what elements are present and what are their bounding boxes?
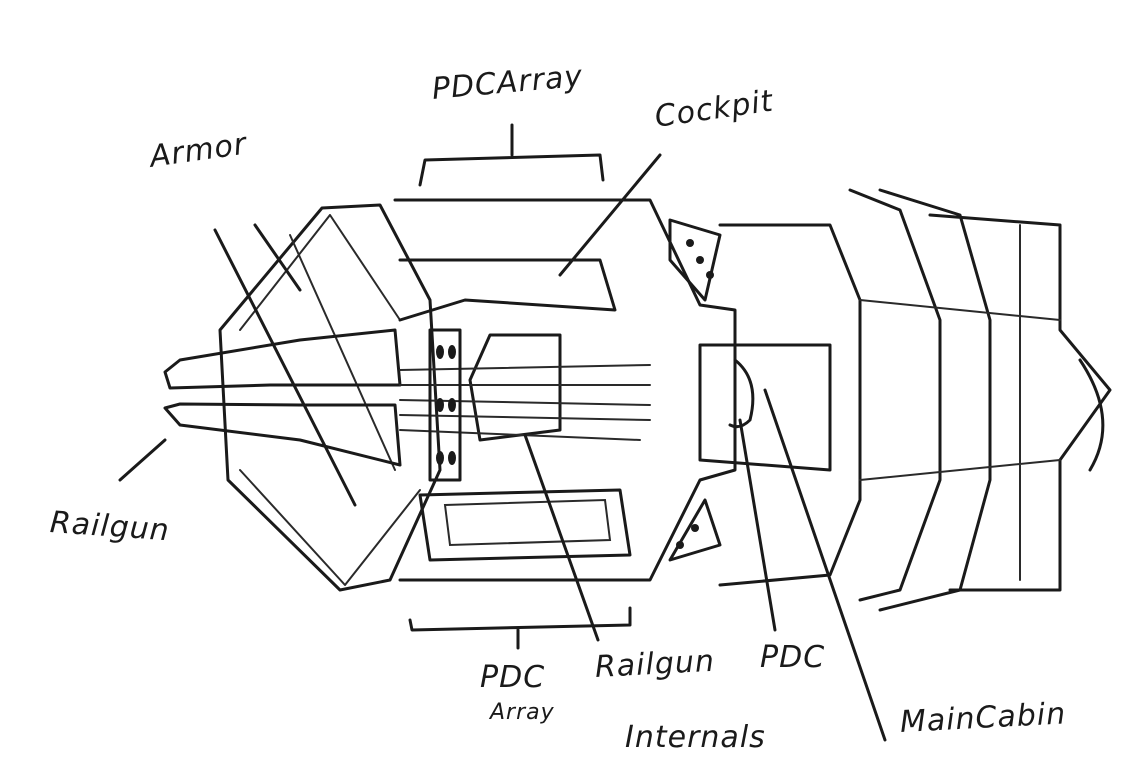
leader-main-cabin [763, 388, 887, 742]
leader-railgun [118, 438, 167, 482]
label-pdc-array-bottom-2: Array [490, 700, 555, 725]
main-cabin-outline [718, 223, 862, 587]
armor-inner [239, 214, 421, 586]
pdc-dots [436, 239, 714, 549]
main-cabin-lines [859, 224, 1061, 581]
label-railgun-internals-1: Railgun [594, 643, 716, 685]
main-cabin-rings [848, 188, 1112, 612]
lower-pdc-bay [418, 488, 632, 562]
leader-pdc [738, 418, 777, 632]
railgun-barrel-bottom [163, 402, 402, 467]
rear-edge [1078, 358, 1105, 472]
leader-cockpit [558, 153, 662, 277]
hull-main [393, 198, 737, 582]
pdc-dome [728, 358, 755, 429]
pdc-array-top-bracket [418, 123, 605, 187]
railgun-barrel-top [163, 328, 402, 390]
hull-mid-panel [428, 328, 462, 482]
pdc-array-bottom-bracket [408, 606, 632, 650]
leader-armor [213, 223, 357, 507]
label-pdc: PDC [760, 640, 826, 675]
pdc-mount-bottom [668, 498, 722, 562]
label-railgun-internals-2: Internals [625, 720, 766, 755]
lower-pdc-bay-inner [443, 498, 612, 547]
railgun-internal-lines [399, 364, 651, 441]
armor-outline [218, 203, 442, 592]
label-pdc-array-bottom-1: PDC [480, 660, 546, 695]
cockpit-block [398, 258, 617, 322]
pdc-turret [698, 343, 832, 472]
pdc-mount-top [668, 218, 722, 302]
railgun-internals-box [468, 333, 562, 442]
leader-railgun-internals [523, 433, 600, 642]
